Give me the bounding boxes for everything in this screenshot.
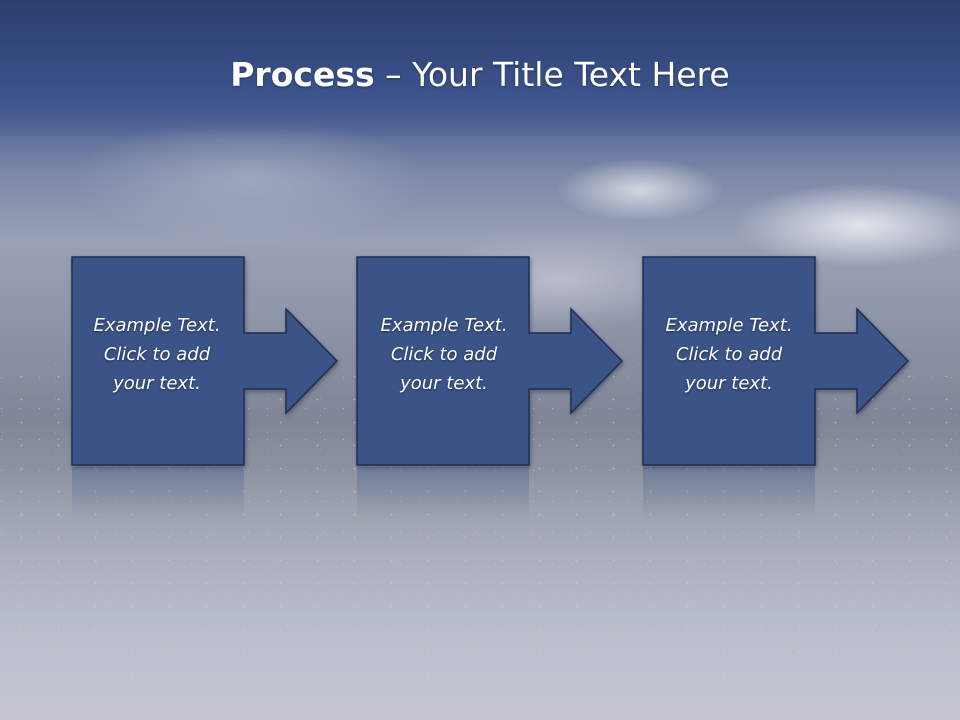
step-2-arrow-shape	[356, 256, 624, 466]
slide-title[interactable]: Process – Your Title Text Here	[0, 52, 960, 98]
step-3-text[interactable]: Example Text. Click to add your text.	[665, 315, 793, 394]
step-1-text[interactable]: Example Text. Click to add your text.	[93, 315, 221, 394]
step-2-reflection	[357, 467, 529, 520]
process-step-2[interactable]	[356, 256, 624, 520]
step-1-arrow-shape	[71, 256, 339, 466]
title-band	[0, 0, 960, 140]
process-step-3[interactable]	[642, 256, 910, 520]
step-1-reflection	[72, 467, 244, 520]
step-3-arrow-shape	[642, 256, 910, 466]
process-step-1[interactable]	[71, 256, 339, 520]
step-3-reflection	[643, 467, 815, 520]
step-2-text[interactable]: Example Text. Click to add your text.	[380, 315, 508, 394]
title-rest: – Your Title Text Here	[374, 55, 730, 94]
title-bold: Process	[230, 55, 375, 94]
